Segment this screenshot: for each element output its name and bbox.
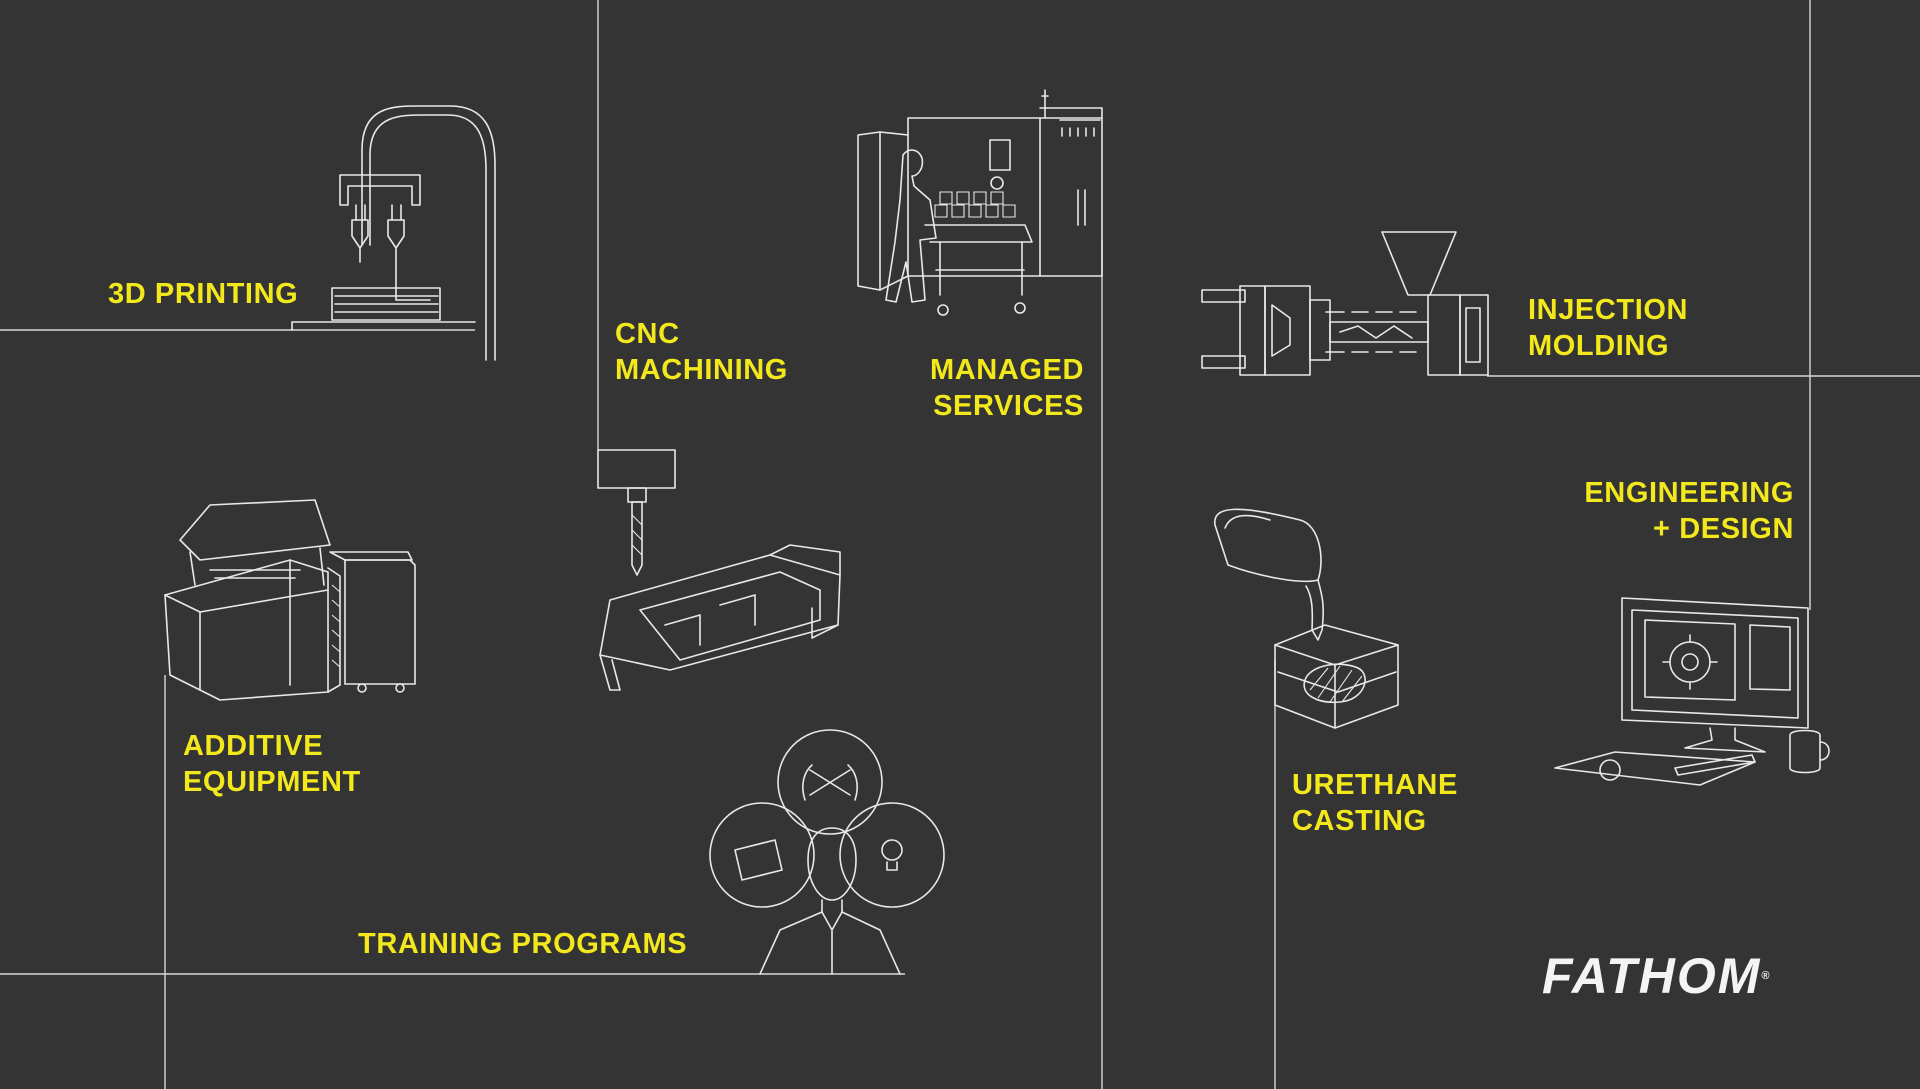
- fathom-logo: FATHOM®: [1542, 948, 1771, 1004]
- label-line: INJECTION: [1528, 294, 1689, 326]
- registered-mark: ®: [1761, 970, 1772, 982]
- label-line: MACHINING: [615, 354, 788, 386]
- cnc-machine-icon: [597, 449, 841, 691]
- label-line: ENGINEERING: [1584, 477, 1794, 509]
- label-additive-equipment: ADDITIVE EQUIPMENT: [183, 728, 361, 800]
- label-line: + DESIGN: [1653, 513, 1794, 545]
- label-line: CASTING: [1292, 805, 1427, 837]
- label-managed-services: MANAGED SERVICES: [880, 352, 1084, 424]
- label-injection-molding: INJECTION MOLDING: [1528, 292, 1688, 364]
- label-line: SERVICES: [933, 390, 1084, 422]
- label-line: CNC: [615, 318, 680, 350]
- label-line: MOLDING: [1528, 330, 1670, 362]
- training-programs-icon: [709, 729, 945, 975]
- label-line: ADDITIVE: [183, 730, 324, 762]
- injection-molding-machine-icon: [1201, 231, 1489, 376]
- label-line: 3D PRINTING: [108, 278, 299, 310]
- logo-wordmark: FATHOM: [1542, 948, 1762, 1004]
- engineering-design-workstation-icon: [1554, 597, 1830, 786]
- label-line: MANAGED: [929, 354, 1084, 386]
- label-line: EQUIPMENT: [183, 766, 361, 798]
- managed-services-machine-icon: [857, 89, 1103, 316]
- label-training-programs: TRAINING PROGRAMS: [358, 926, 687, 962]
- urethane-casting-icon: [1214, 508, 1399, 729]
- label-line: TRAINING PROGRAMS: [358, 928, 688, 960]
- 3d-printer-icon: [291, 105, 496, 361]
- label-cnc-machining: CNC MACHINING: [615, 316, 788, 388]
- label-urethane-casting: URETHANE CASTING: [1292, 767, 1458, 839]
- label-3d-printing: 3D PRINTING: [108, 276, 298, 312]
- additive-equipment-printer-icon: [164, 499, 416, 701]
- label-line: URETHANE: [1292, 769, 1458, 801]
- label-engineering-design: ENGINEERING + DESIGN: [1540, 475, 1794, 547]
